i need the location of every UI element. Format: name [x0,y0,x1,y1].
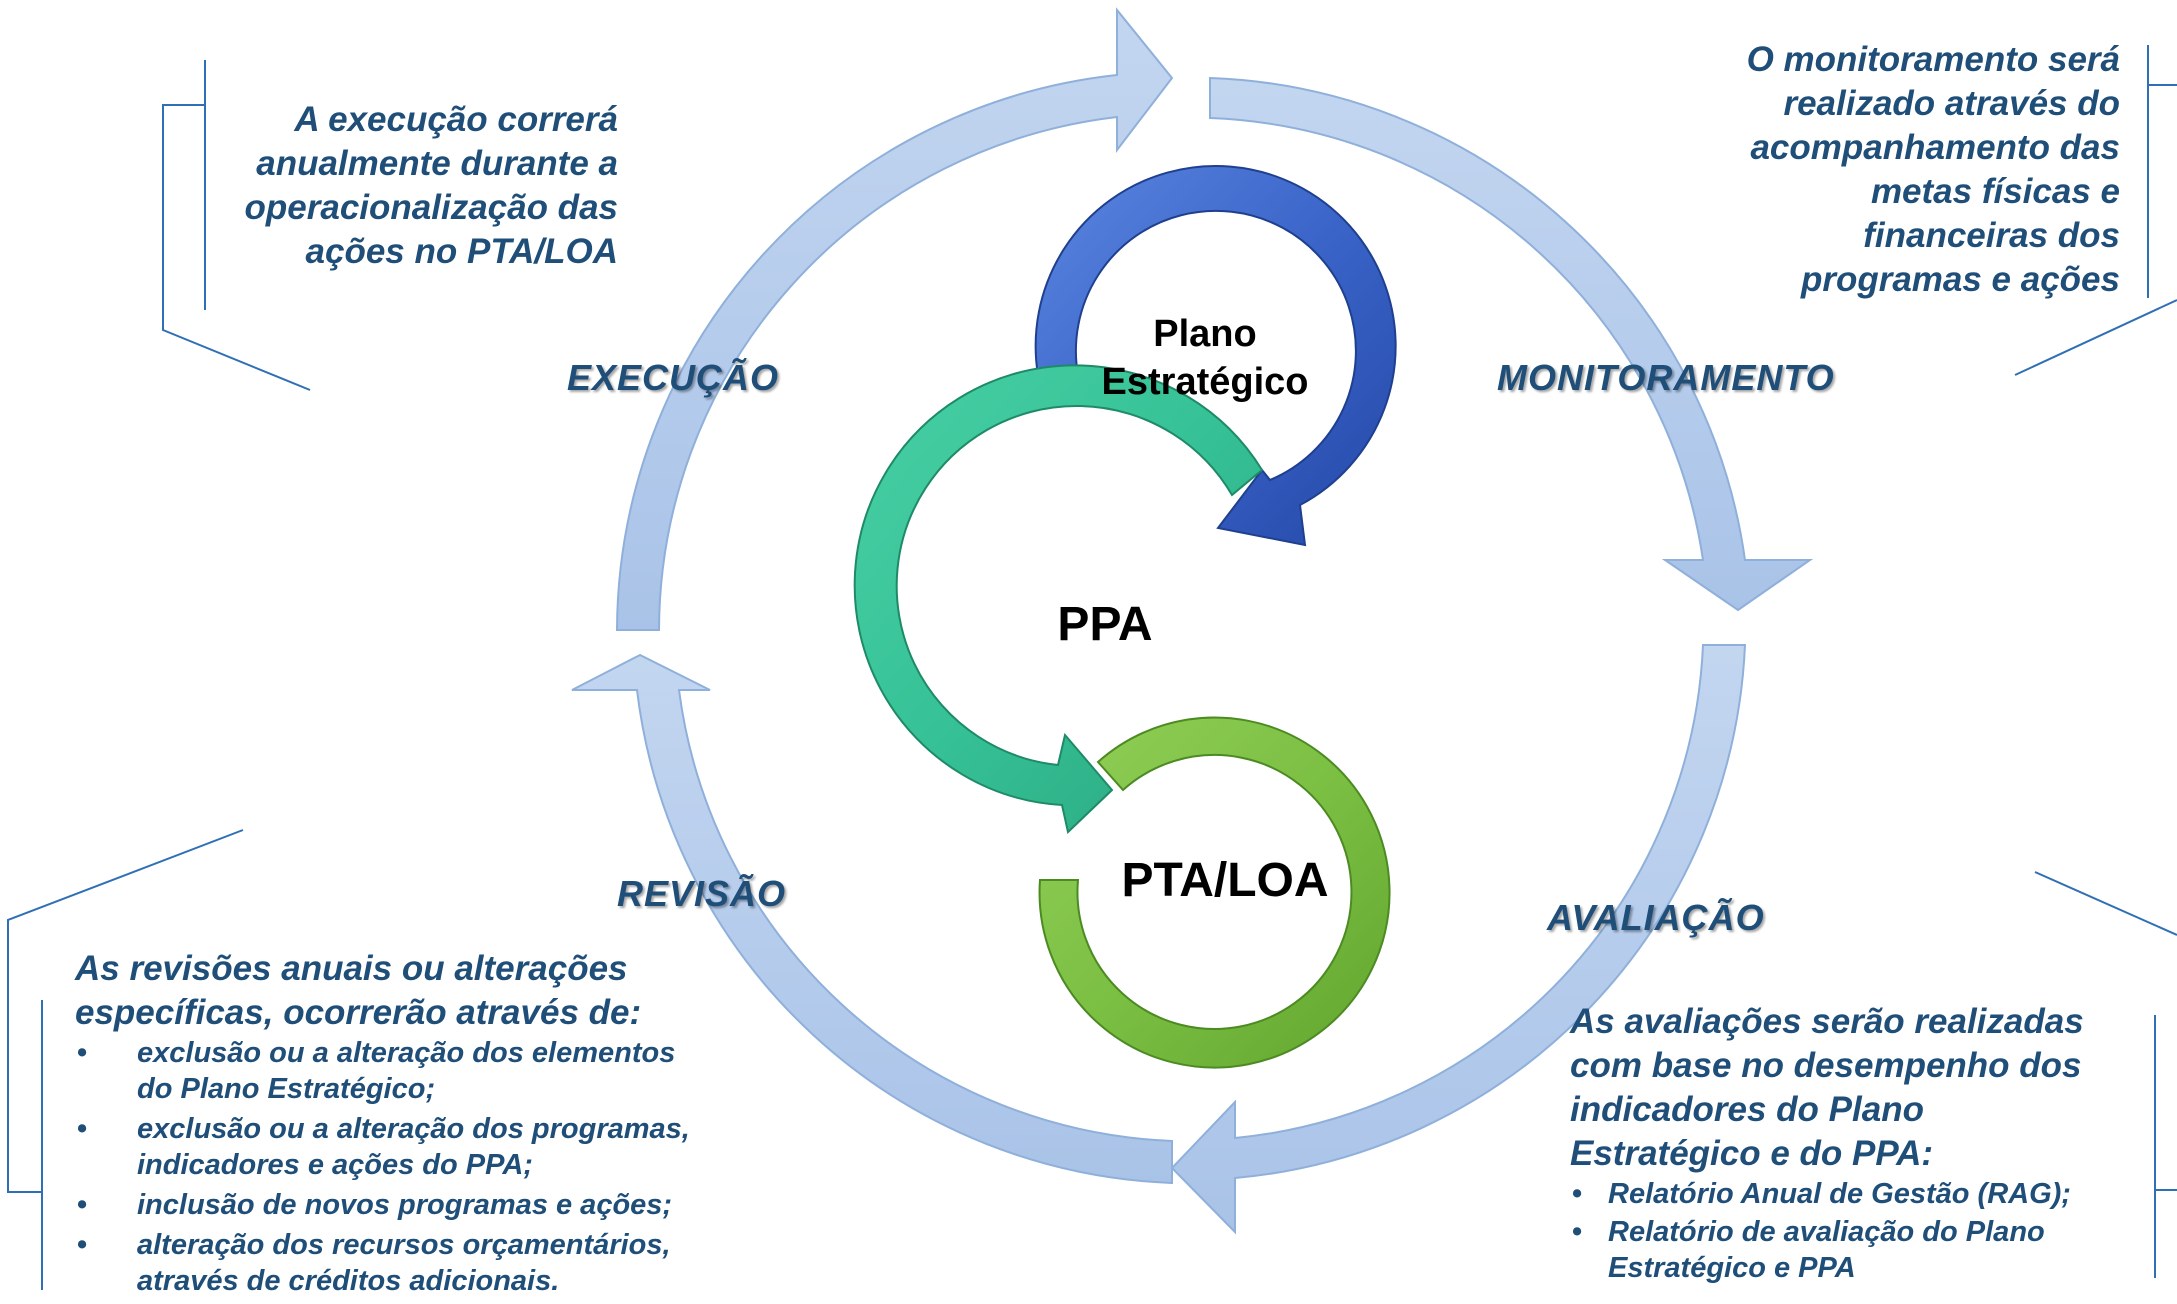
list-item: • inclusão de novos programas e ações; [75,1187,775,1223]
callout-execucao-line: anualmente durante a [256,144,618,183]
list-item: • alteração dos recursos orçamentários, … [75,1227,775,1299]
cycle-arrow-execucao [615,7,1174,631]
bullet-icon: • [1572,1216,1583,1248]
callout-avaliacao-intro: As avaliações serão realizadas com base … [1570,1000,2140,1176]
stage-label-execucao: EXECUÇÃO [567,357,780,398]
list-item-line: do Plano Estratégico; [137,1073,436,1105]
center-label-ppa: PPA [1057,598,1153,651]
list-item-line: exclusão ou a alteração dos elementos [137,1037,676,1069]
connector-revisao-bracket [7,829,244,1193]
callout-avaliacao: As avaliações serão realizadas com base … [1570,1000,2140,1286]
callout-monitoramento-line: acompanhamento das [1750,128,2120,167]
callout-monitoramento-line: programas e ações [1800,260,2120,299]
callout-monitoramento-line: O monitoramento será [1746,40,2120,79]
bullet-icon: • [1572,1178,1583,1210]
callout-avaliacao-list: • Relatório Anual de Gestão (RAG); • Rel… [1570,1176,2140,1286]
callout-monitoramento-line: metas físicas e [1870,172,2120,211]
plano-arrow [1034,164,1397,547]
callout-avaliacao-intro-line: indicadores do Plano [1570,1090,1924,1129]
list-item-line: Relatório Anual de Gestão (RAG); [1608,1178,2071,1210]
list-item: • exclusão ou a alteração dos elementos … [75,1035,775,1107]
callout-revisao-intro-line: específicas, ocorrerão através de: [75,993,642,1032]
list-item: • Relatório de avaliação do Plano Estrat… [1570,1214,2140,1286]
cycle-arrows [571,7,1814,1235]
list-item-line: alteração dos recursos orçamentários, [137,1229,671,1261]
pta-loa-arrow [1038,716,1391,1069]
center-label-plano: Plano Estratégico [1090,310,1320,406]
list-item-line: inclusão de novos programas e ações; [137,1189,673,1221]
callout-revisao-intro-line: As revisões anuais ou alterações [75,949,628,988]
callout-execucao-line: A execução correrá [294,100,618,139]
connector-monitoramento-line [2014,299,2177,376]
center-label-plano-line2: Estratégico [1101,361,1309,403]
callout-execucao: A execução correrá anualmente durante a … [200,98,618,274]
callout-revisao-list: • exclusão ou a alteração dos elementos … [75,1035,775,1299]
stage-label-monitoramento: MONITORAMENTO [1497,357,1835,398]
callout-monitoramento-line: financeiras dos [1863,216,2120,255]
callout-avaliacao-intro-line: As avaliações serão realizadas [1570,1002,2084,1041]
callout-execucao-line: ações no PTA/LOA [305,232,618,271]
list-item-line: indicadores e ações do PPA; [137,1149,533,1181]
callout-avaliacao-intro-line: Estratégico e do PPA: [1570,1134,1934,1173]
connector-execucao-bracket [162,104,311,391]
callout-revisao-intro: As revisões anuais ou alterações específ… [75,947,775,1035]
bullet-icon: • [77,1113,88,1145]
bullet-icon: • [77,1189,88,1221]
ppa-arrow [853,364,1264,834]
connector-avaliacao-line [2034,871,2177,936]
list-item-line: exclusão ou a alteração dos programas, [137,1113,690,1145]
list-item-line: Relatório de avaliação do Plano [1608,1216,2045,1248]
center-label-plano-line1: Plano [1153,313,1257,355]
stage-label-avaliacao: AVALIAÇÃO [1547,897,1765,938]
callout-avaliacao-intro-line: com base no desempenho dos [1570,1046,2082,1085]
center-label-pta-loa: PTA/LOA [1121,854,1329,907]
list-item: • exclusão ou a alteração dos programas,… [75,1111,775,1183]
list-item: • Relatório Anual de Gestão (RAG); [1570,1176,2140,1212]
list-item-line: Estratégico e PPA [1608,1252,1856,1284]
callout-revisao: As revisões anuais ou alterações específ… [75,947,775,1299]
callout-monitoramento-line: realizado através do [1783,84,2120,123]
cycle-arrow-monitoramento [1209,76,1814,612]
bullet-icon: • [77,1229,88,1261]
stage-label-revisao: REVISÃO [617,873,787,914]
bullet-icon: • [77,1037,88,1069]
callout-connectors [7,45,2177,1290]
list-item-line: através de créditos adicionais. [137,1265,560,1297]
cycle-arrow-revisao [571,653,1173,1185]
callout-execucao-line: operacionalização das [244,188,618,227]
callout-monitoramento: O monitoramento será realizado através d… [1640,38,2120,302]
